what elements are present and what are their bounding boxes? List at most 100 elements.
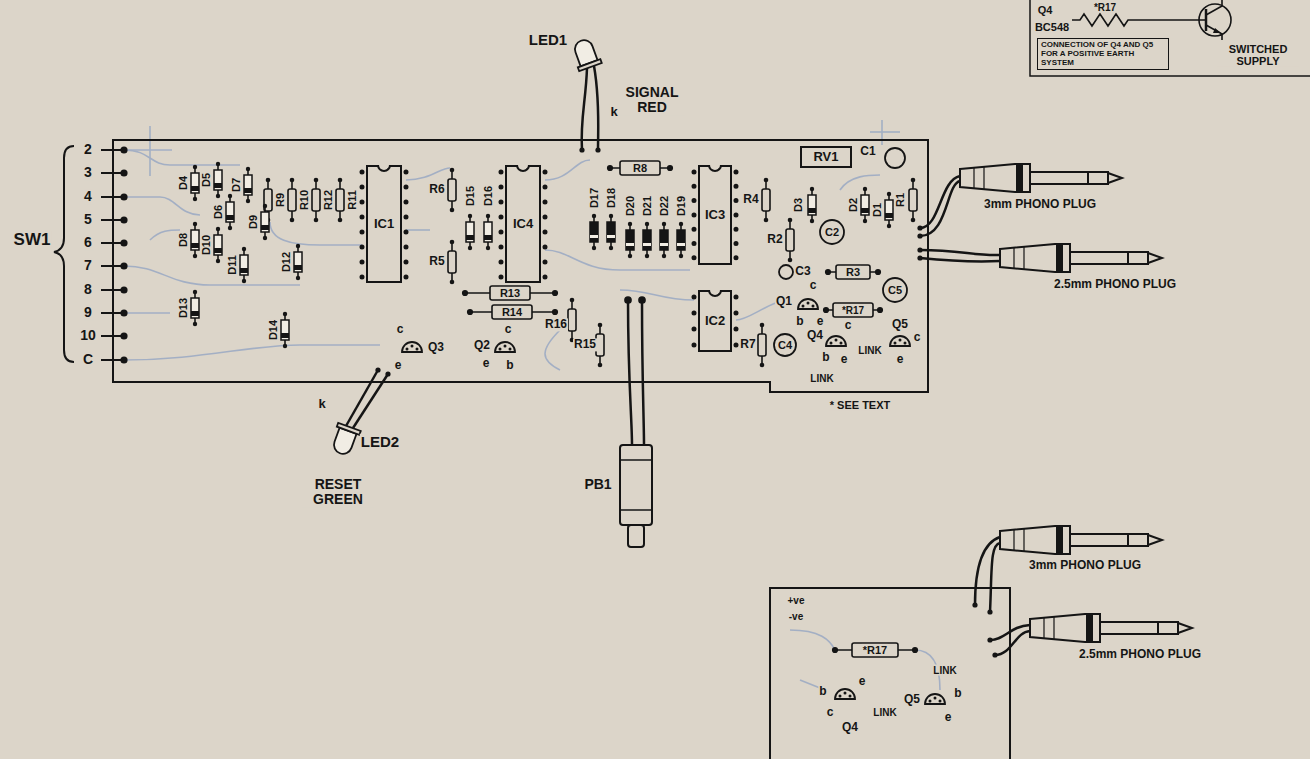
- pin-letter: b: [795, 315, 804, 328]
- plug-pad: [917, 225, 997, 657]
- led-pad: [595, 147, 600, 152]
- led-pad: [375, 147, 600, 376]
- led-colour: RESET GREEN: [302, 477, 374, 508]
- resistor-symbol: [833, 648, 838, 653]
- inset-schematic: [1213, 28, 1221, 33]
- component-label: R8: [632, 162, 648, 174]
- resistor-symbol: [620, 161, 660, 175]
- component-label: D13: [177, 297, 189, 319]
- led-symbol: [329, 423, 361, 458]
- led-pad: [579, 147, 584, 152]
- copper-trace: [406, 229, 430, 231]
- resistor-symbol: [596, 323, 604, 368]
- pin-letter: b: [953, 687, 962, 700]
- resistor-symbol: [852, 643, 898, 657]
- capacitor-symbol: [774, 148, 907, 356]
- wire-number: 8: [83, 282, 93, 297]
- part-ref: Q4: [1037, 4, 1054, 16]
- switch-wire: [121, 240, 126, 245]
- component-label: D12: [280, 251, 292, 273]
- component-label: R7: [739, 338, 756, 351]
- plug-label: 3mm PHONO PLUG: [1028, 559, 1142, 572]
- transistor-outline: [402, 299, 945, 704]
- plug-pad: [917, 247, 922, 252]
- wire-number: 4: [83, 189, 93, 204]
- diode-symbol: [590, 214, 598, 250]
- led-symbol: [578, 59, 602, 71]
- ic-pin: [692, 172, 697, 259]
- copper-trace: [149, 126, 151, 176]
- pin-letter: e: [944, 711, 953, 724]
- plug-label: 2.5mm PHONO PLUG: [1078, 648, 1202, 661]
- copper-trace: [790, 630, 835, 650]
- plug-label: 3mm PHONO PLUG: [983, 198, 1097, 211]
- component-label: D11: [226, 254, 238, 276]
- pin-letter: e: [394, 359, 403, 372]
- copper-trace: [124, 197, 200, 215]
- copper-trace: [124, 120, 940, 690]
- component-label: Q5: [891, 318, 909, 331]
- capacitor-symbol: [820, 220, 844, 244]
- resistor-symbol: [826, 270, 831, 275]
- capacitor-symbol: [885, 148, 905, 168]
- plug-pad: [987, 609, 992, 614]
- part-ref: *R17: [1093, 2, 1117, 13]
- polarity-mark: -ve: [788, 611, 804, 622]
- plug-pad: [972, 602, 977, 607]
- diode-symbol: [240, 247, 248, 283]
- ic-pin: [404, 172, 409, 278]
- component-label: D16: [482, 185, 494, 207]
- component-label: R10: [298, 189, 310, 211]
- resistor-symbol: [448, 240, 456, 285]
- copper-trace: [150, 230, 180, 240]
- component-label: D9: [247, 214, 259, 230]
- transistor-outline: [890, 336, 910, 346]
- pin-letter: c: [504, 323, 513, 336]
- pushbutton-symbol: [620, 445, 652, 525]
- pcb-outline: [113, 140, 928, 392]
- resistor-symbol: [876, 270, 881, 275]
- component-label: R6: [428, 183, 445, 196]
- pin-letter: c: [809, 279, 818, 292]
- ic-pin: [734, 297, 739, 346]
- switch-wire: [121, 217, 126, 222]
- copper-trace: [124, 345, 380, 360]
- plug-pad: [917, 225, 922, 230]
- pushbutton-symbol: [628, 300, 632, 445]
- component-label: D21: [641, 195, 653, 217]
- diode-symbol: [281, 312, 289, 348]
- component-label: D15: [464, 185, 476, 207]
- node-text: IC3: [705, 208, 725, 222]
- diode-symbol: [466, 214, 474, 250]
- copper-trace: [870, 131, 900, 133]
- diode-symbol: [191, 165, 199, 201]
- pushbutton-symbol: [642, 300, 644, 445]
- switch-wire: [121, 333, 126, 338]
- transistor-outline: [826, 336, 846, 346]
- led-wire: [353, 374, 388, 428]
- copper-trace: [545, 330, 560, 370]
- resistor-symbol: [463, 291, 468, 296]
- component-label: Q5: [903, 693, 921, 706]
- component-label: D2: [847, 197, 859, 213]
- component-label: R3: [845, 266, 861, 278]
- diode-symbol: [861, 187, 869, 223]
- wire-number: 3: [83, 165, 93, 180]
- resistor-symbol: [553, 291, 558, 296]
- copper-trace: [840, 175, 880, 190]
- pin-letter: c: [913, 331, 922, 344]
- diode-symbol: [226, 194, 234, 230]
- switch-wire: [121, 287, 126, 292]
- led-label: LED1: [528, 32, 568, 49]
- component-label: Q4: [806, 329, 824, 342]
- cathode-mark: k: [609, 105, 618, 119]
- resistor-symbol: [568, 298, 576, 343]
- resistor-symbol: [878, 308, 883, 313]
- diode-symbol: [214, 227, 222, 263]
- component-label: D18: [605, 187, 617, 209]
- component-label: D10: [200, 234, 212, 256]
- diode-symbol: [643, 222, 651, 258]
- resistor-symbol: [824, 308, 829, 313]
- plug-wire: [995, 631, 1030, 655]
- cathode-mark: k: [317, 397, 326, 411]
